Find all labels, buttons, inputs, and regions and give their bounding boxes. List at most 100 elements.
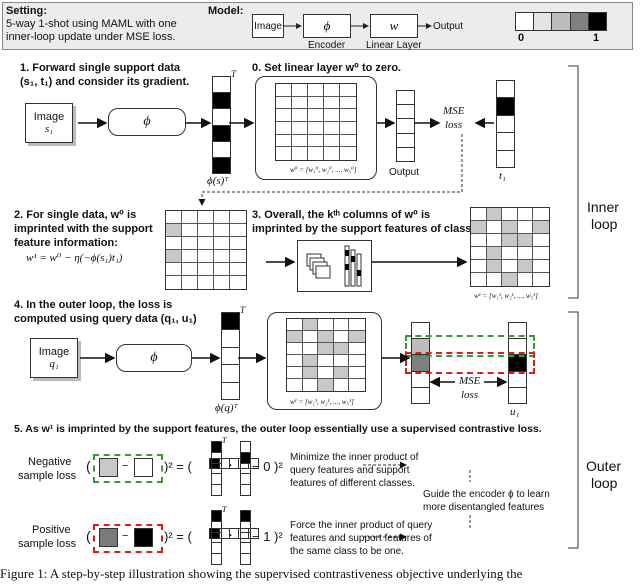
step0-mse: MSE xyxy=(443,105,465,117)
pos-col-cell xyxy=(212,533,221,544)
neg-col-cell xyxy=(212,442,221,453)
matrix-cell xyxy=(276,84,292,97)
neg-col-cell xyxy=(212,453,221,464)
matrix-cell xyxy=(340,147,356,160)
step1-line2: (s₁, t₁) and consider its gradient. xyxy=(20,76,190,88)
step4-loss: loss xyxy=(461,389,479,401)
qfeat-cell xyxy=(222,365,239,383)
figure-caption: Figure 1: A step-by-step illustration sh… xyxy=(0,566,523,581)
matrix-cell xyxy=(302,343,319,355)
matrix-cell xyxy=(517,247,534,260)
step3-line1: 3. Overall, the kᵗʰ columns of w⁰ is xyxy=(252,209,431,221)
step1-image-sub: s₁ xyxy=(44,123,54,135)
step1-feat-label: ϕ(s)ᵀ xyxy=(207,175,229,187)
step0-output-label: Output xyxy=(389,167,420,178)
matrix-cell xyxy=(302,355,319,367)
matrix-cell xyxy=(287,367,303,379)
matrix-cell xyxy=(486,208,503,221)
matrix-cell xyxy=(230,263,246,276)
step2-line3: feature information: xyxy=(14,237,118,249)
pos-dot: · xyxy=(229,530,233,542)
matrix-cell xyxy=(276,109,292,122)
matrix-cell xyxy=(308,147,324,160)
matrix-cell xyxy=(292,109,308,122)
neg-col-vector-b xyxy=(240,441,251,496)
matrix-cell xyxy=(230,224,246,237)
matrix-cell xyxy=(324,134,340,148)
matrix-cell xyxy=(486,247,503,260)
force-line2: features and support features of xyxy=(290,533,432,544)
pos-label2: sample loss xyxy=(18,538,77,550)
matrix-cell xyxy=(287,319,303,331)
neg-col-vector-a xyxy=(211,441,222,496)
step5-title: 5. As w¹ is imprinted by the support fea… xyxy=(14,423,542,435)
step4-image-box: Image q₁ xyxy=(30,338,78,378)
neg-label1: Negative xyxy=(28,456,72,468)
model-label: Model: xyxy=(208,5,244,17)
matrix-cell xyxy=(230,276,246,289)
step4-image-sub: q₁ xyxy=(49,358,59,370)
model-encoder-label: Encoder xyxy=(308,40,346,51)
matrix-cell xyxy=(324,84,340,97)
matrix-cell xyxy=(349,367,365,379)
matrix-cell xyxy=(486,273,503,286)
pos-gray-cell xyxy=(99,528,118,547)
matrix-cell xyxy=(182,263,198,276)
qout-cell xyxy=(412,355,429,372)
neg-colb-cell xyxy=(241,474,250,486)
matrix-cell xyxy=(166,224,182,237)
pos-colb-cell xyxy=(241,533,250,544)
force-line3: the same class to be one. xyxy=(290,546,404,557)
matrix-cell xyxy=(502,273,518,286)
pos-col-cell xyxy=(212,522,221,533)
matrix-cell xyxy=(302,379,319,391)
pos-colb-cell xyxy=(241,543,250,555)
matrix-cell xyxy=(349,355,365,367)
matrix-cell xyxy=(340,122,356,135)
matrix-cell xyxy=(333,367,350,379)
matrix-cell xyxy=(517,234,534,247)
pos-sq-eq: )² = ( xyxy=(164,529,192,544)
step1-T: T xyxy=(231,69,237,79)
pos-minus: − xyxy=(122,530,129,542)
matrix-cell xyxy=(198,250,214,263)
feat-cell xyxy=(213,109,230,126)
query-output-column xyxy=(411,322,430,404)
pos-col-cell xyxy=(212,543,221,555)
matrix-cell xyxy=(471,260,487,273)
matrix-cell xyxy=(276,122,292,135)
matrix-cell xyxy=(349,331,365,343)
output-column xyxy=(396,90,415,162)
step4-u1: u₁ xyxy=(510,406,520,418)
neg-green-box xyxy=(93,454,163,483)
matrix-cell xyxy=(292,134,308,148)
w0-caption: w⁰ = [w₁⁰, w₂⁰, ..., w₅⁰] xyxy=(290,166,357,174)
matrix-cell xyxy=(276,96,292,110)
pos-row-cell xyxy=(210,529,220,538)
neg-col-cell xyxy=(212,485,221,495)
matrix-cell xyxy=(287,379,303,391)
setting-title: Setting: xyxy=(6,5,47,17)
target-column-t1 xyxy=(496,80,515,168)
guide-line1: Guide the encoder ϕ to learn xyxy=(423,489,550,500)
query-feature-column xyxy=(221,312,240,400)
matrix-cell xyxy=(308,109,324,122)
matrix-cell xyxy=(292,96,308,110)
matrix-cell xyxy=(333,355,350,367)
w1-caption-step4: w¹ = [w₁¹, w₂¹, ..., w₅¹] xyxy=(290,398,354,406)
qfeat-cell xyxy=(222,348,239,366)
matrix-cell xyxy=(182,211,198,224)
pos-col-cell xyxy=(212,554,221,564)
neg-label2: sample loss xyxy=(18,470,77,482)
matrix-cell xyxy=(214,250,230,263)
setting-line1: 5-way 1-shot using MAML with one xyxy=(6,18,177,30)
qout-cell xyxy=(412,323,429,340)
minimize-line1: Minimize the inner product of xyxy=(290,452,419,463)
scale-cell-0 xyxy=(516,13,535,30)
matrix-cell xyxy=(333,331,350,343)
neg-open: ( xyxy=(86,458,91,474)
matrix-cell xyxy=(502,208,518,221)
matrix-cell xyxy=(333,379,350,391)
matrix-cell xyxy=(308,122,324,135)
